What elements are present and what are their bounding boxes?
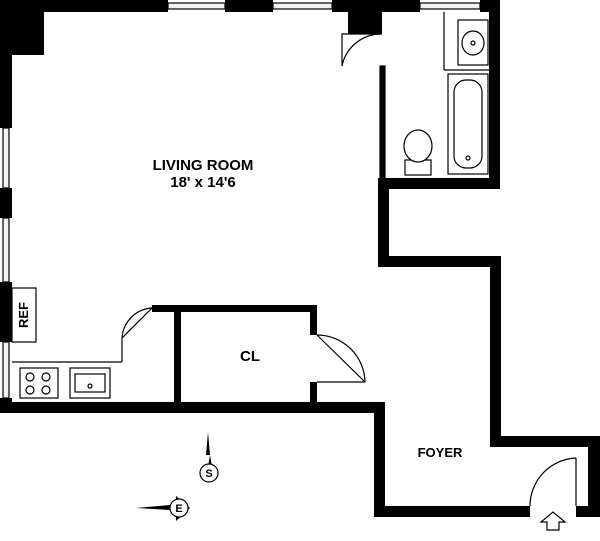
window-top-bath (419, 2, 481, 10)
compass-south-label: S (205, 468, 212, 480)
wall-left-2 (0, 188, 12, 218)
kitchen-door-swing (121, 307, 153, 362)
bathtub-icon (447, 73, 489, 175)
wall-bath-east (489, 0, 500, 189)
kitchen (11, 287, 153, 399)
window-left-3 (2, 341, 10, 399)
bath-door-swing (341, 33, 383, 67)
wall-left-3 (0, 282, 12, 342)
wall-foyer-east (588, 436, 600, 517)
window-left-2 (2, 217, 10, 283)
compass-east-label: E (175, 503, 182, 515)
wall-corridor-west (374, 402, 385, 517)
compass-icon (136, 432, 219, 521)
wall-bath-west (379, 65, 386, 181)
living-room-label: LIVING ROOM (153, 157, 254, 174)
refrigerator (11, 287, 37, 343)
refrigerator-label: REF (16, 302, 31, 328)
window-top-1 (167, 2, 226, 10)
wall-hall-east (490, 256, 501, 447)
walls (0, 0, 600, 517)
bathroom (403, 12, 489, 176)
wall-bath-bottom (378, 178, 500, 189)
basin-icon (457, 19, 489, 66)
closet-east-wall-lower (310, 382, 317, 407)
stove-icon (19, 367, 59, 399)
window-top-2 (272, 2, 333, 10)
toilet-icon (403, 129, 433, 176)
closet-east-wall-upper (310, 305, 317, 335)
closet (152, 305, 366, 409)
foyer-label: FOYER (418, 445, 463, 460)
wall-hall-top (378, 256, 501, 267)
closet-top-wall (152, 305, 316, 312)
wall-left-1 (0, 0, 12, 128)
wall-bottom-living (0, 402, 384, 413)
windows (2, 2, 481, 399)
wall-top-mid (225, 0, 273, 12)
entry-arrow-icon (539, 511, 567, 531)
wall-jog-vertical (378, 178, 389, 267)
entry-door-swing (529, 457, 577, 507)
window-left-1 (2, 127, 10, 189)
wall-foyer-top (490, 436, 600, 447)
closet-door-swing (316, 334, 366, 383)
closet-label: CL (240, 348, 260, 365)
sink-icon (69, 367, 111, 399)
living-room-dimensions: 18' x 14'6 (170, 174, 236, 191)
closet-west-wall (174, 305, 181, 409)
wall-foyer-bottom-left (374, 506, 530, 517)
column-top-mid (348, 0, 382, 34)
